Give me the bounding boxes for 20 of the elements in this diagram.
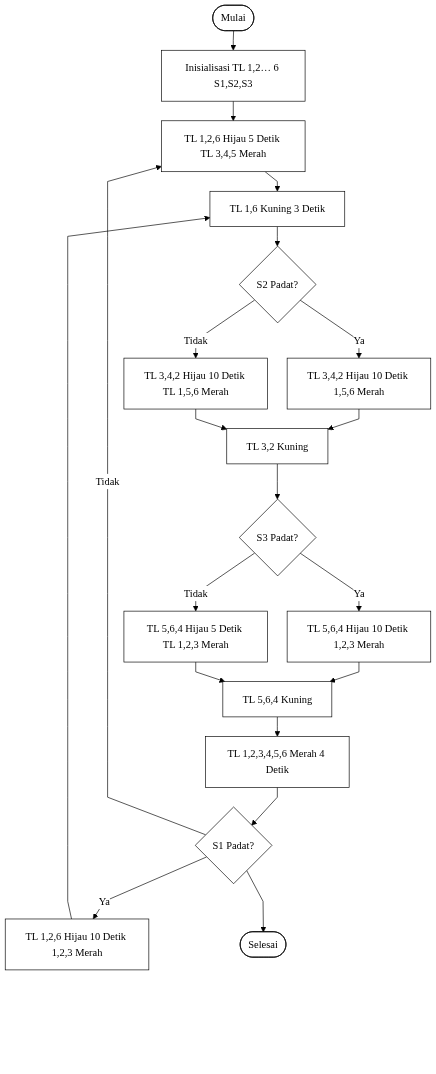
edge-label: Tidak	[183, 334, 208, 346]
node-box: TL 3,4,2 Hijau 10 Detik 1,5,6 Merah	[286, 357, 432, 410]
node-box: TL 3,4,2 Hijau 10 Detik TL 1,5,6 Merah	[123, 357, 268, 410]
edge-label: Tidak	[183, 587, 208, 599]
node-box: TL 1,2,6 Hijau 5 Detik TL 3,4,5 Merah	[161, 120, 306, 173]
node-diamond: S3 Padat?	[238, 498, 317, 577]
node-box: TL 3,2 Kuning	[226, 428, 329, 465]
edge-label: Ya	[98, 895, 110, 907]
edge-label: Tidak	[95, 475, 120, 487]
edge-label: Ya	[353, 587, 365, 599]
node-box: TL 5,6,4 Hijau 5 Detik TL 1,2,3 Merah	[123, 610, 268, 663]
node-diamond: S1 Padat?	[194, 806, 273, 885]
node-box: Inisialisasi TL 1,2… 6 S1,S2,S3	[161, 49, 306, 102]
edge-label: Ya	[353, 334, 365, 346]
node-box: TL 1,2,3,4,5,6 Merah 4 Detik	[205, 736, 350, 788]
node-box: TL 1,6 Kuning 3 Detik	[209, 190, 346, 227]
node-box: TL 1,2,6 Hijau 10 Detik 1,2,3 Merah	[4, 918, 150, 971]
node-box: TL 5,6,4 Hijau 10 Detik 1,2,3 Merah	[286, 610, 432, 663]
node-box: TL 5,6,4 Kuning	[222, 681, 333, 718]
node-diamond: S2 Padat?	[238, 245, 317, 324]
